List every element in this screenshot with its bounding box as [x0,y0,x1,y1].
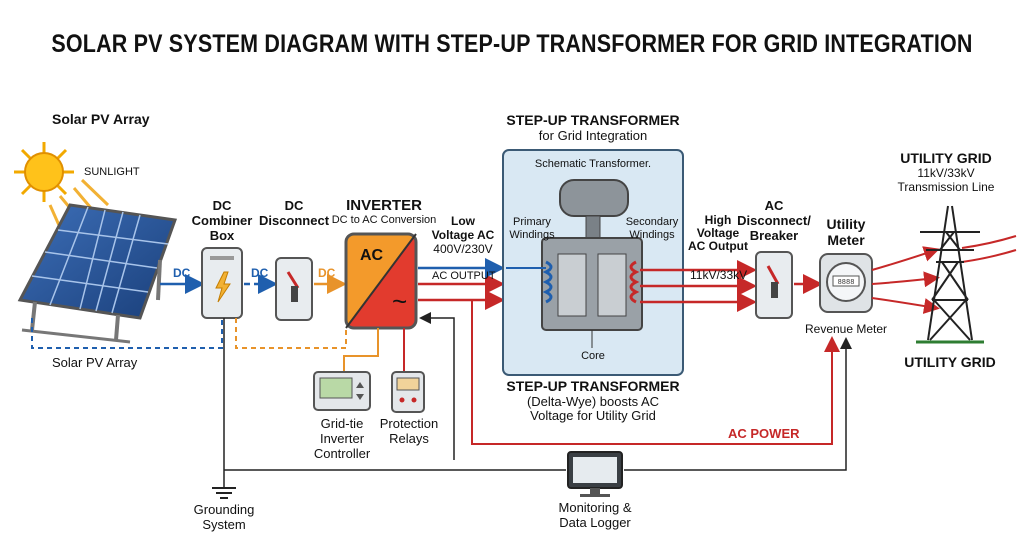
grounding-line1: Grounding [193,502,255,517]
monitoring-line1: Monitoring & [558,500,632,515]
dc-label-3: DC [318,266,336,280]
meter-icon [819,253,873,313]
high-voltage-label: High Voltage AC Output [688,214,748,253]
relays-label: Protection Relays [380,416,439,446]
diagram-title: SOLAR PV SYSTEM DIAGRAM WITH STEP-UP TRA… [51,30,973,58]
dc-disconnect-icon [275,257,313,321]
inverter-sine-icon: ~ [392,286,408,316]
combiner-label-1: DC [212,198,232,213]
secondary-windings-label: Secondary Windings [626,216,679,242]
grounding-line2: System [202,517,246,532]
grid-line-label: Transmission Line [897,180,995,194]
combiner-label: DC Combiner Box [192,198,253,243]
core-label: Core [581,350,605,362]
monitor-icon [567,451,623,497]
grounding-label: Grounding System [194,502,255,532]
primary-windings-label: Primary Windings [509,216,554,242]
dc-disconnect-label-1: DC [284,198,304,213]
low-voltage-line1: Low [450,214,475,228]
pv-heading: Solar PV Array [52,111,150,127]
low-voltage-label: Low Voltage AC 400V/230V [432,214,495,256]
meter-line2: Meter [827,232,865,248]
secondary-line2: Windings [629,229,675,241]
hv-lines [640,260,757,312]
low-voltage-line2: Voltage AC [431,228,495,242]
revenue-meter-label: Revenue Meter [804,322,888,336]
ac-disconnect-line1: AC [764,198,784,213]
relays-icon [391,371,425,413]
controller-icon [313,371,371,411]
meter-reading: 8888 [838,279,855,287]
grid-title: UTILITY GRID [900,150,992,166]
pv-bottom-label: Solar PV Array [52,355,138,370]
transformer-schematic-label: Schematic Transformer. [534,158,652,170]
transformer-box [502,149,684,376]
primary-line2: Windings [509,229,555,241]
controller-line2: Inverter [319,431,365,446]
meter-label: Utility Meter [827,216,866,248]
dc-disconnect-label: DC Disconnect [259,198,329,228]
relays-line1: Protection [379,416,439,431]
grid-bottom-label: UTILITY GRID [904,354,996,370]
secondary-line1: Secondary [625,216,679,228]
primary-line1: Primary [513,216,551,228]
grid-voltage: 11kV/33kV [917,166,975,180]
monitoring-line2: Data Logger [559,515,631,530]
high-voltage-line2: Voltage [696,226,740,240]
transformer-bottom-title: STEP-UP TRANSFORMER [506,378,680,394]
controller-line1: Grid-tie [320,416,364,431]
transmission-tower-icon [920,205,980,341]
dc-disconnect-label-2: Disconnect [258,213,330,228]
controller-label: Grid-tie Inverter Controller [314,416,370,461]
low-voltage-line3: 400V/230V [433,242,493,256]
controller-link [343,328,379,372]
ac-output-label: AC OUTPUT [432,270,496,282]
monitor-meter-link [624,337,852,471]
dc-label-1: DC [173,266,191,280]
grid-lines [871,235,1017,314]
sunlight-label: SUNLIGHT [84,166,140,178]
meter-line1: Utility [826,216,866,232]
ac-disconnect-line3: Breaker [749,228,799,243]
inverter-ac-symbol: AC [360,247,384,264]
inverter-title: INVERTER [346,197,422,214]
monitoring-label: Monitoring & Data Logger [559,500,632,530]
monitor-link [419,312,455,460]
inverter-subtitle: DC to AC Conversion [331,214,437,226]
transformer-title: STEP-UP TRANSFORMER [506,112,680,128]
transformer-bottom-line2: Voltage for Utility Grid [530,408,656,423]
high-voltage-line1: High [704,213,732,227]
high-voltage-line3: AC Output [688,239,748,253]
combiner-box-icon [201,247,243,319]
solar-panel-icon [17,203,178,344]
ac-disconnect-label: AC Disconnect/ Breaker [737,198,811,243]
transformer-subtitle: for Grid Integration [538,128,648,143]
high-voltage-value: 11kV/33kV [690,268,748,282]
relays-line2: Relays [389,431,429,446]
dc-return-line-orange [235,318,347,349]
inverter-icon [344,232,418,330]
dc-label-2: DC [251,266,269,280]
ac-power-label: AC POWER [728,426,800,441]
controller-line3: Controller [313,446,371,461]
combiner-label-2: Combiner [191,213,253,228]
ac-output-lines [418,274,505,310]
ground-icon [212,487,236,499]
dc-return-line [31,318,223,349]
transformer-bottom-line1: (Delta-Wye) boosts AC [526,394,660,409]
ac-power-line [471,300,840,445]
combiner-label-3: Box [209,228,235,243]
sun-icon [14,142,74,202]
ac-disconnect-icon [755,251,793,319]
ac-disconnect-line2: Disconnect/ [737,213,811,228]
transformer-bottom-desc: (Delta-Wye) boosts AC Voltage for Utilit… [527,395,659,423]
